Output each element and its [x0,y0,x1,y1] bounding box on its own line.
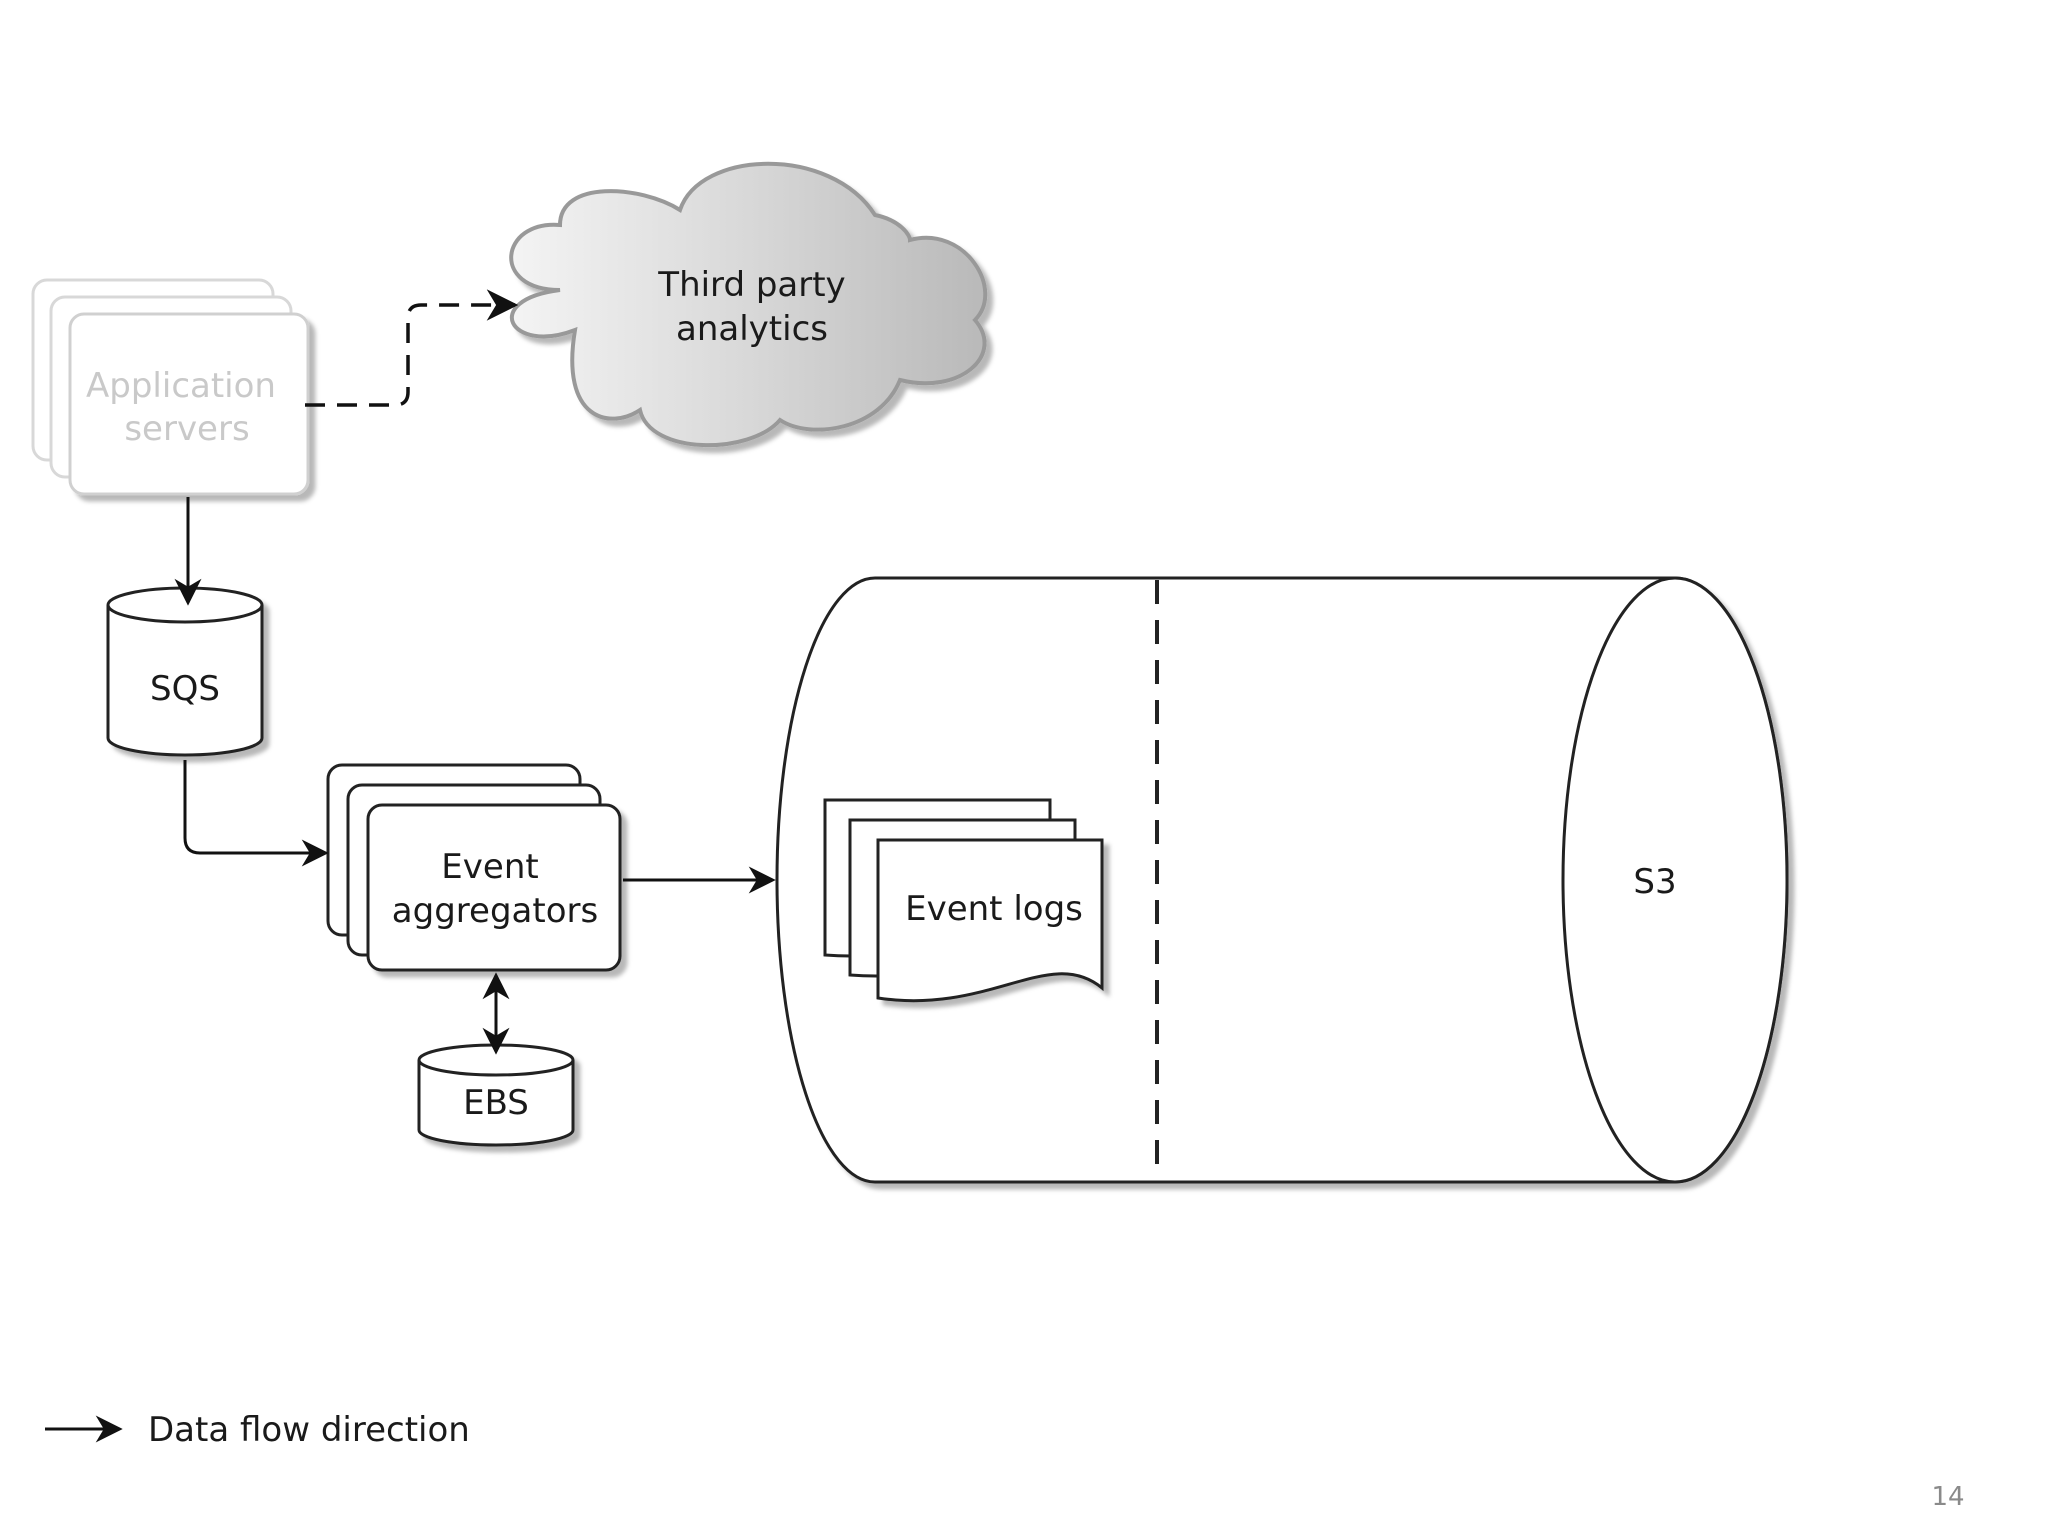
page-number: 14 [1931,1482,1964,1512]
app-to-analytics-arrow [305,289,519,407]
event-logs-node: Event logs [823,798,1104,1003]
s3-label: S3 [1633,862,1676,902]
application-servers-label-line1: Application [86,366,276,406]
event-aggregators-label-line1: Event [441,847,538,887]
event-aggregators-label-line2: aggregators [392,891,598,931]
legend: Data flow direction [45,1410,470,1450]
ebs-node [417,1043,575,1147]
sqs-to-aggregators-arrow [183,760,329,867]
sqs-node [106,586,264,757]
application-servers-label-line2: servers [124,409,249,449]
third-party-label-line2: analytics [676,309,828,349]
legend-label: Data flow direction [148,1410,470,1450]
sqs-label: SQS [150,669,220,709]
application-servers-node: Application servers [31,278,310,496]
event-logs-label: Event logs [905,889,1083,929]
event-aggregators-node: Event aggregators [326,763,622,972]
third-party-analytics-node: Third party analytics [509,161,988,447]
s3-node: S3 [775,576,1789,1184]
ebs-label: EBS [463,1083,529,1123]
third-party-label-line1: Third party [657,265,845,305]
